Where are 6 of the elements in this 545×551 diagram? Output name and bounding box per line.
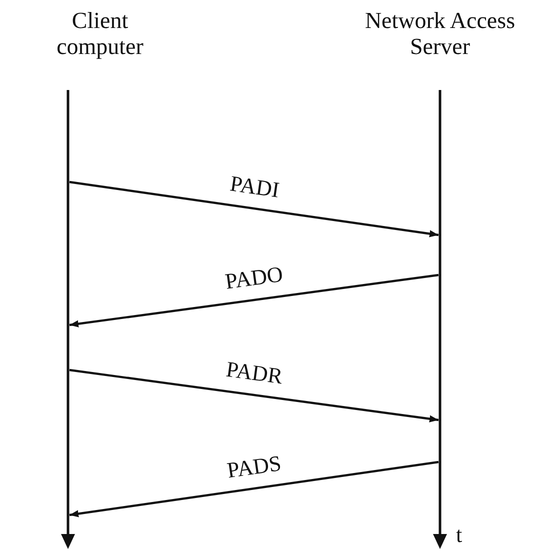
message-arrow bbox=[69, 180, 439, 238]
participant-label: Client computer bbox=[56, 8, 144, 60]
participant-label: Network Access Server bbox=[364, 8, 516, 60]
message-arrow bbox=[69, 368, 439, 422]
message-arrow bbox=[69, 460, 439, 518]
message-arrow bbox=[69, 274, 439, 328]
